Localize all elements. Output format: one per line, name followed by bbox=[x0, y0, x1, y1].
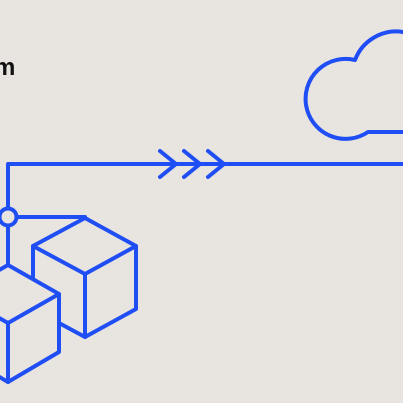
cloud-icon bbox=[303, 29, 403, 141]
cube-icon bbox=[31, 216, 138, 339]
chevron-right-icon bbox=[182, 149, 202, 179]
chevron-right-icon bbox=[206, 149, 226, 179]
connector-line bbox=[6, 162, 403, 210]
connector-node-icon bbox=[0, 206, 19, 228]
cube-icon bbox=[0, 263, 61, 384]
chevron-right-icon bbox=[158, 149, 178, 179]
cropped-title-text: m bbox=[0, 54, 16, 81]
